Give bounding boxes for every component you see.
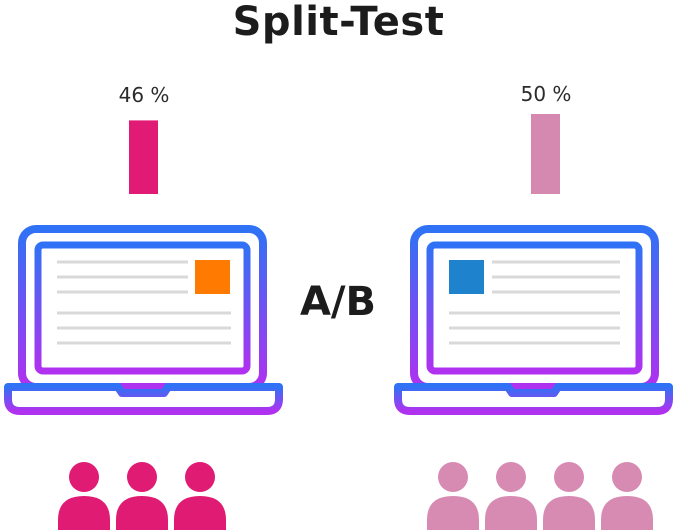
variant-a-percent-bar bbox=[129, 120, 158, 194]
laptop-b-icon bbox=[394, 225, 673, 415]
variant-b-percent-bar bbox=[531, 114, 560, 194]
variant-b-person-icon bbox=[427, 462, 479, 530]
variant-b-people-group bbox=[427, 462, 653, 530]
variant-a-person-icon bbox=[174, 462, 226, 530]
variant-a-accent-block bbox=[195, 260, 230, 294]
variant-b-person-icon bbox=[601, 462, 653, 530]
variant-b-percent-label: 50 % bbox=[520, 82, 572, 106]
variant-b-person-icon bbox=[543, 462, 595, 530]
variant-b-person-icon bbox=[485, 462, 537, 530]
variant-a-people-group bbox=[58, 462, 226, 530]
variant-a-person-icon bbox=[58, 462, 110, 530]
laptop-a-icon bbox=[4, 225, 283, 415]
variant-a-percent-label: 46 % bbox=[118, 83, 170, 107]
ab-label: A/B bbox=[299, 279, 377, 325]
variant-b-accent-block bbox=[449, 260, 484, 294]
page-title: Split-Test bbox=[232, 0, 445, 45]
variant-a-person-icon bbox=[116, 462, 168, 530]
